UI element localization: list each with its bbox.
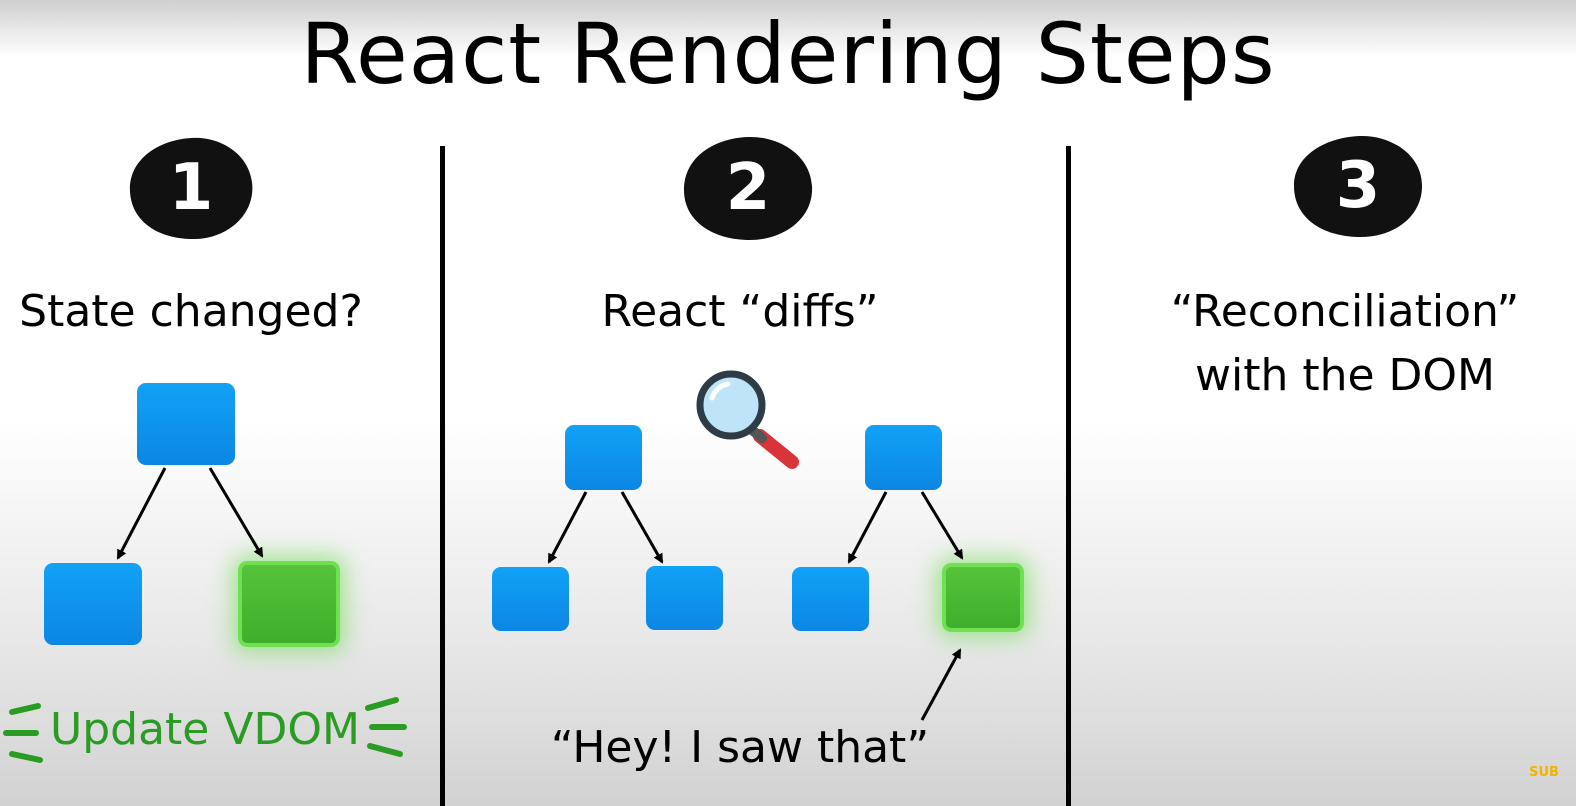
step-1-label: State changed? xyxy=(19,286,363,337)
step-2-label: React “diffs” xyxy=(601,286,879,337)
callout-text: “Hey! I saw that” xyxy=(550,722,930,773)
arrow-root-to-right xyxy=(208,467,264,558)
new-tree-root-node xyxy=(865,425,942,490)
step-2-badge: 2 xyxy=(680,134,816,242)
arrow-new-root-left xyxy=(847,491,888,564)
step-3-label-line1: “Reconciliation” xyxy=(1170,286,1520,337)
step-1-badge: 1 xyxy=(126,134,256,242)
magnifier-icon xyxy=(696,370,799,469)
vdom-child-node-changed xyxy=(238,561,340,647)
vdom-child-node-left xyxy=(44,563,142,645)
new-tree-child-changed xyxy=(942,563,1024,632)
page-title: React Rendering Steps xyxy=(300,5,1276,103)
vdom-root-node xyxy=(137,383,235,465)
column-divider-left xyxy=(440,146,445,806)
arrow-root-to-left xyxy=(116,467,167,560)
step-3-number: 3 xyxy=(1335,149,1381,223)
column-divider-right xyxy=(1066,146,1071,806)
arrow-callout xyxy=(920,648,962,721)
old-tree-child-left xyxy=(492,567,569,631)
update-vdom-label: Update VDOM xyxy=(50,704,360,755)
new-tree-child-left xyxy=(792,567,869,631)
old-tree-child-right xyxy=(646,566,723,630)
step-2-number: 2 xyxy=(725,151,771,225)
step-1-number: 1 xyxy=(168,151,214,225)
step-3-badge: 3 xyxy=(1290,132,1426,240)
arrow-old-root-left xyxy=(547,491,588,564)
step-3-label-line2: with the DOM xyxy=(1194,350,1495,401)
arrow-old-root-right xyxy=(620,491,664,564)
subscribe-logo[interactable]: SUB xyxy=(1529,765,1559,780)
old-tree-root-node xyxy=(565,425,642,490)
arrow-new-root-right xyxy=(920,491,964,560)
